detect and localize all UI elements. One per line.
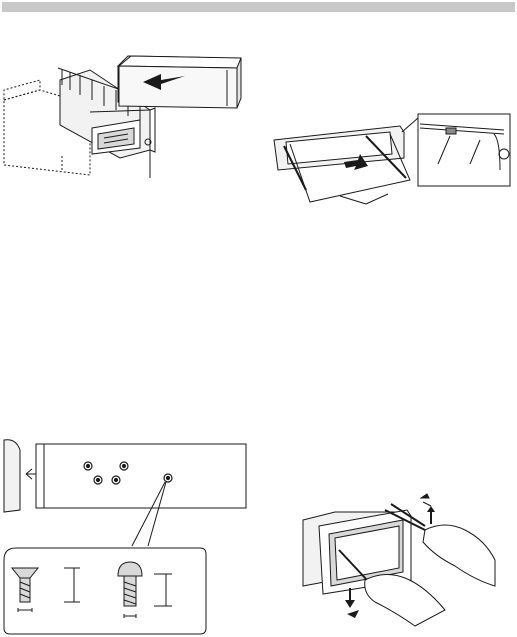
arrow-down-icon	[345, 588, 355, 608]
arrow-up-icon	[421, 494, 431, 506]
fig-faceplate-removal	[270, 110, 515, 210]
detail-inset-icon	[418, 114, 510, 186]
dimension-line-icon	[154, 574, 172, 606]
arrow-down-icon	[347, 610, 359, 618]
round-head-screw-icon	[118, 562, 142, 618]
fig-sleeve-unit-box	[115, 50, 255, 120]
arrow-up-icon	[427, 506, 435, 524]
dimension-line-icon	[64, 568, 80, 602]
fig-bracket-screws	[0, 436, 250, 636]
unit-chassis-icon	[36, 444, 246, 508]
hand-icon	[365, 574, 445, 626]
section-header-bar	[2, 2, 515, 12]
flat-head-screw-icon	[12, 568, 38, 612]
hand-icon	[423, 525, 495, 586]
detail-inset-icon	[4, 548, 206, 634]
fig-hands-removal	[295, 490, 505, 630]
bracket-icon	[4, 440, 20, 512]
